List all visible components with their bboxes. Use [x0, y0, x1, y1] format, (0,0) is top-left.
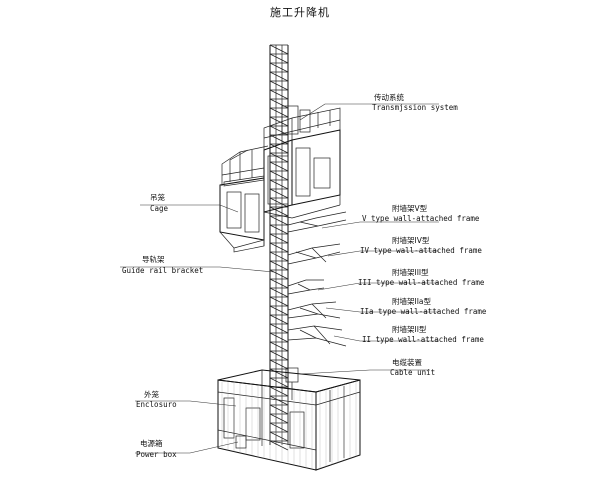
label-power-en: Power box — [136, 450, 177, 459]
leader-lines — [120, 103, 439, 454]
label-frame-ii-zh: 附墙架II型 — [392, 324, 427, 334]
label-frame-iv-en: IV type wall-attached frame — [360, 246, 482, 255]
label-transmission-zh: 传动系统 — [374, 92, 404, 102]
label-frame-iia-zh: 附墙架IIa型 — [392, 296, 432, 306]
label-transmission-en: Transmjssion system — [372, 103, 458, 112]
label-enclosure-zh: 外笼 — [144, 389, 159, 399]
wall-frame-iv — [287, 243, 341, 265]
label-frame-iv-zh: 附墙架IV型 — [392, 235, 430, 245]
label-frame-iii-zh: 附墙架III型 — [392, 267, 429, 277]
cage-left — [219, 145, 269, 253]
label-cable-zh: 电缆装置 — [392, 357, 422, 367]
label-frame-v-en: V type wall-attached frame — [362, 214, 480, 223]
cable-unit — [285, 367, 299, 400]
label-power-zh: 电源箱 — [140, 438, 163, 448]
wall-frame-iia — [287, 301, 341, 319]
label-enclosure-en: Enclosuro — [136, 400, 177, 409]
label-guide-en: Guide rail bracket — [122, 266, 203, 275]
diagram-title: 施工升降机 — [270, 6, 330, 19]
label-cable-en: Cable unit — [390, 368, 435, 377]
wall-frame-iii — [287, 279, 325, 295]
label-frame-v-zh: 附墙架V型 — [392, 203, 428, 213]
label-cage-en: Cage — [150, 204, 169, 213]
power-box — [235, 435, 247, 449]
label-cage-zh: 吊笼 — [150, 192, 165, 202]
wall-frame-v — [287, 211, 347, 233]
mast — [269, 44, 289, 451]
labels: 传动系统 Transmjssion system 吊笼 Cage 附墙架V型 V… — [122, 92, 487, 459]
enclosure — [217, 369, 361, 471]
label-frame-ii-en: II type wall-attached frame — [362, 335, 484, 344]
label-frame-iii-en: III type wall-attached frame — [358, 278, 485, 287]
wall-frame-ii — [287, 325, 347, 347]
label-guide-zh: 导轨架 — [142, 254, 165, 264]
label-frame-iia-en: IIa type wall-attached frame — [360, 307, 487, 316]
